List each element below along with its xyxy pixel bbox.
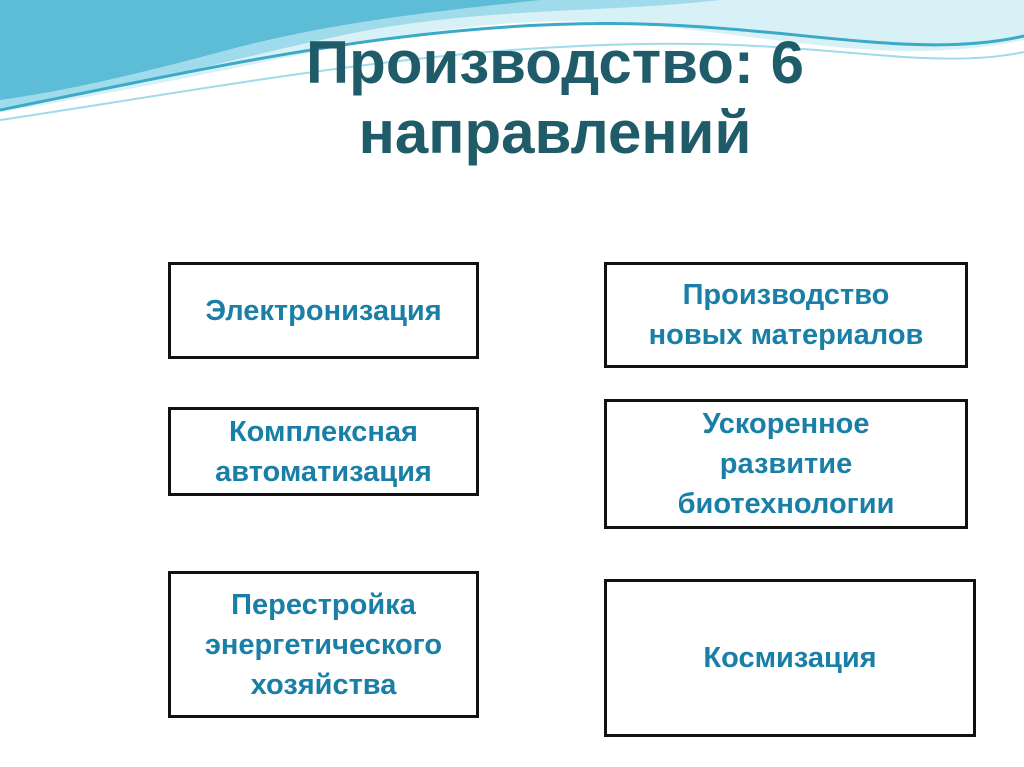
slide-title: Производство: 6 направлений: [0, 28, 1024, 168]
direction-box-cosmization: Космизация: [604, 579, 976, 737]
direction-label: энергетического: [204, 628, 443, 661]
direction-label: биотехнологии: [677, 488, 895, 520]
direction-box-biotechnology: Ускоренное развитие биотехнологии: [604, 399, 968, 529]
direction-label: новых материалов: [648, 319, 924, 351]
direction-label: хозяйства: [250, 668, 397, 701]
direction-label: автоматизация: [215, 455, 432, 488]
direction-label: Производство: [682, 279, 890, 311]
direction-label: Ускоренное: [702, 408, 870, 440]
direction-label: Электронизация: [205, 294, 442, 327]
header-wave-decoration: [0, 0, 1024, 121]
direction-box-electronization: Электронизация: [168, 262, 479, 359]
slide-title-line-1: Производство: 6: [306, 29, 804, 96]
direction-box-energy: Перестройка энергетического хозяйства: [168, 571, 479, 718]
direction-label: Перестройка: [231, 588, 416, 621]
slide-title-line-2: направлений: [358, 99, 752, 166]
direction-box-new-materials: Производство новых материалов: [604, 262, 968, 368]
direction-label: Комплексная: [228, 415, 418, 448]
direction-box-automation: Комплексная автоматизация: [168, 407, 479, 496]
direction-label: Космизация: [703, 642, 877, 674]
direction-label: развитие: [719, 448, 853, 480]
